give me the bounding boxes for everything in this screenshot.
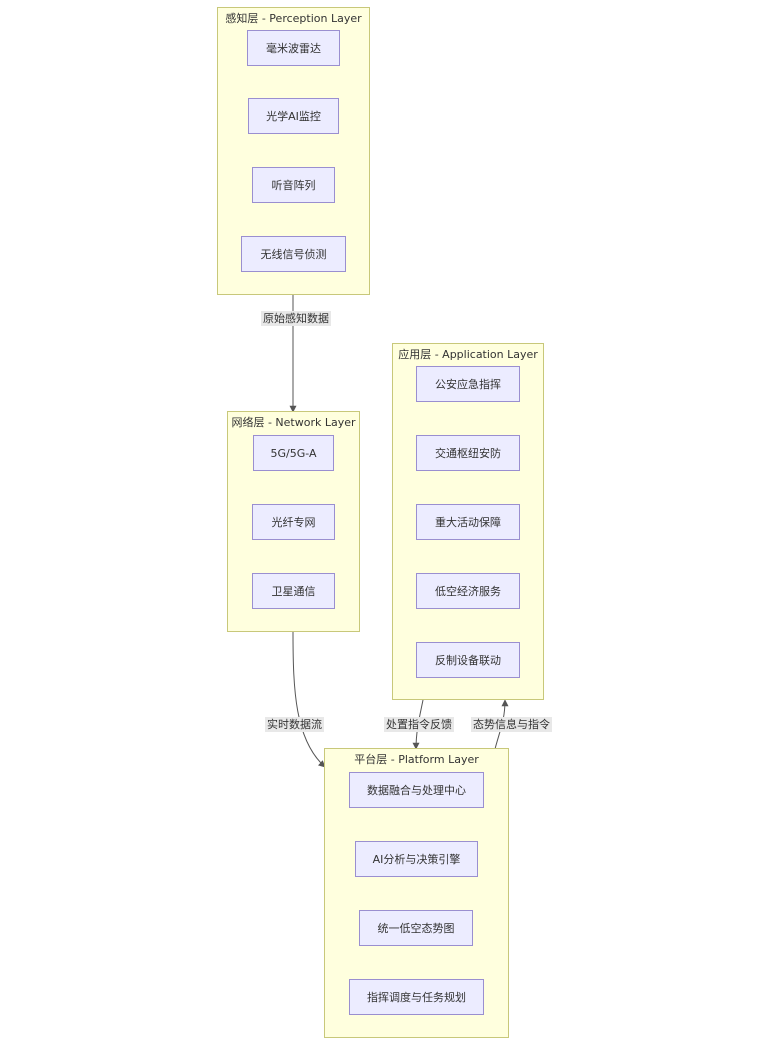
node-satellite: 卫星通信: [252, 573, 335, 609]
node-rf-detection: 无线信号侦测: [241, 236, 346, 272]
edge-label-situation-commands: 态势信息与指令: [471, 717, 552, 732]
node-major-event: 重大活动保障: [416, 504, 520, 540]
node-optical-ai-monitor: 光学AI监控: [248, 98, 339, 134]
network-layer-title: 网络层 - Network Layer: [231, 416, 356, 429]
node-ai-engine: AI分析与决策引擎: [355, 841, 478, 877]
node-mmwave-radar: 毫米波雷达: [247, 30, 340, 66]
node-dispatch-planning: 指挥调度与任务规划: [349, 979, 484, 1015]
node-low-altitude-economy: 低空经济服务: [416, 573, 520, 609]
node-police-command: 公安应急指挥: [416, 366, 520, 402]
node-5g: 5G/5G-A: [253, 435, 334, 471]
edge-label-command-feedback: 处置指令反馈: [384, 717, 454, 732]
edge-label-realtime-stream: 实时数据流: [265, 717, 324, 732]
perception-layer-title: 感知层 - Perception Layer: [225, 12, 362, 25]
platform-layer-title: 平台层 - Platform Layer: [354, 753, 479, 766]
node-acoustic-array: 听音阵列: [252, 167, 335, 203]
edge-label-raw-data: 原始感知数据: [261, 311, 331, 326]
node-fiber-network: 光纤专网: [252, 504, 335, 540]
node-countermeasure: 反制设备联动: [416, 642, 520, 678]
application-layer-title: 应用层 - Application Layer: [398, 348, 538, 361]
node-situation-map: 统一低空态势图: [359, 910, 473, 946]
edge-network-to-platform: [292, 631, 326, 768]
node-data-fusion: 数据融合与处理中心: [349, 772, 484, 808]
node-transport-hub: 交通枢纽安防: [416, 435, 520, 471]
